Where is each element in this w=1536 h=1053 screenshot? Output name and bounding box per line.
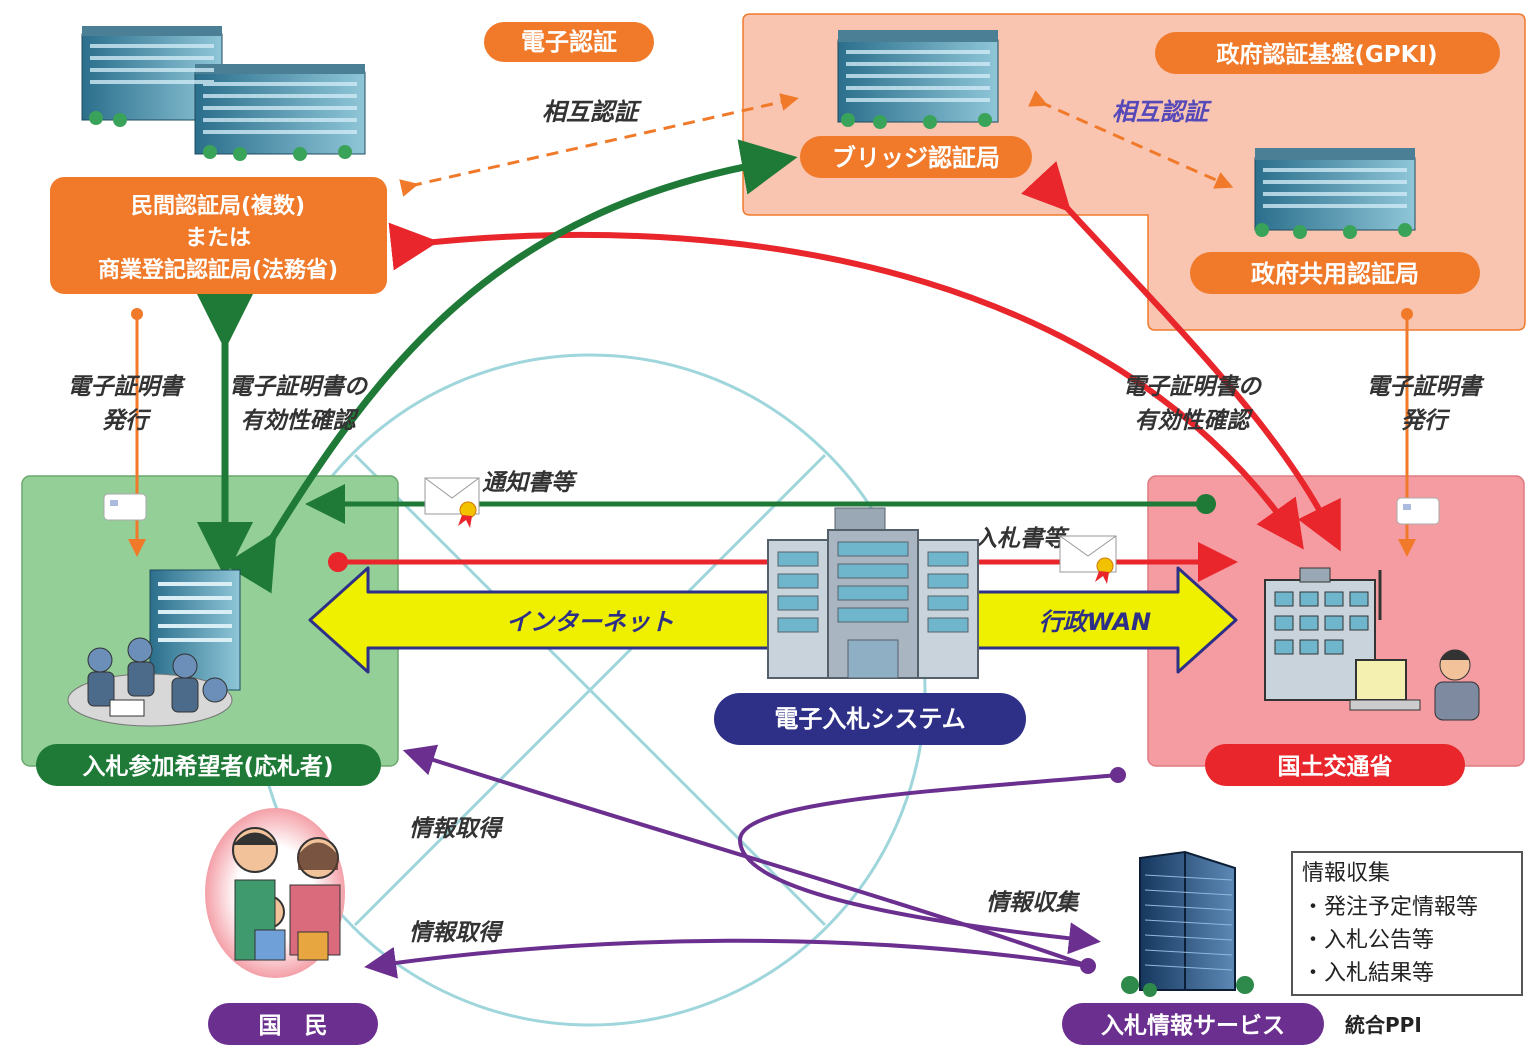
electronic-auth-badge: 電子認証 [484,22,654,62]
government-building-icon [1264,567,1480,721]
internet-label: インターネット [506,608,674,636]
info-collection-box: 情報収集 ・発注予定情報等 ・入札公告等 ・入札結果等 [1291,851,1523,996]
info-get-arrow-bidder [402,744,1089,968]
integrated-ppi-label: 統合PPI [1345,1013,1422,1037]
info-get-label-2: 情報取得 [409,920,504,946]
gov-common-ca-badge: 政府共用認証局 [1190,252,1480,294]
private-ca-line3: 商業登記認証局(法務省) [98,257,338,283]
cert-validity-right-line2: 有効性確認 [1135,407,1254,434]
mutual-auth-left-label: 相互認証 [542,98,642,126]
id-card-icon [1396,497,1440,525]
validity-arrow-bidder-to-bridge [223,139,798,594]
private-ca-line2: または [185,226,251,251]
office-building-icon [837,30,999,129]
bid-docs-label: 入札書等 [974,526,1070,552]
mutual-auth-right-label: 相互認証 [1112,98,1212,126]
bidder-badge: 入札参加希望者(応札者) [36,744,381,786]
bridge-ca-badge: ブリッジ認証局 [800,136,1032,178]
bidder-office-icon [67,569,241,727]
info-box-item3: ・入札結果等 [1302,961,1434,986]
electronic-auth-label: 電子認証 [521,28,617,56]
gpki-badge: 政府認証基盤(GPKI) [1155,32,1500,74]
info-get-label-1: 情報取得 [409,816,504,842]
office-building-icon [1254,148,1416,239]
cert-issue-right-line1: 電子証明書 [1367,374,1486,400]
office-building-icon [81,26,366,161]
info-get-arrow-citizens [364,938,1089,979]
cert-validity-right-line1: 電子証明書の [1123,374,1263,400]
private-ca-line1: 民間認証局(複数) [131,193,305,219]
bid-info-service-badge: 入札情報サービス [1062,1003,1324,1045]
citizens-badge: 国 民 [208,1003,378,1045]
cert-issue-left-line2: 発行 [102,408,152,434]
e-bidding-system-label: 電子入札システム [774,705,965,733]
mlit-badge: 国土交通省 [1205,744,1465,786]
bridge-ca-label: ブリッジ認証局 [832,144,1000,172]
validity-arrow-bridge-to-mlit [1021,161,1341,552]
citizens-label: 国 民 [259,1013,328,1039]
envelope-seal-icon [1059,535,1117,584]
private-ca-box: 民間認証局(複数) または 商業登記認証局(法務省) [50,177,387,294]
gpki-label: 政府認証基盤(GPKI) [1216,41,1437,68]
id-card-icon [103,493,147,521]
gov-wan-label: 行政WAN [1039,608,1151,636]
bidder-label: 入札参加希望者(応札者) [82,753,333,780]
envelope-seal-icon [424,477,480,528]
skyscraper-icon [1121,850,1254,997]
e-bidding-system-badge: 電子入札システム [714,693,1026,745]
cert-validity-left-line1: 電子証明書の [229,374,369,400]
info-collect-arrow [737,773,1119,955]
bid-info-service-label: 入札情報サービス [1101,1012,1285,1039]
info-box-item1: ・発注予定情報等 [1302,895,1478,920]
info-collect-label: 情報収集 [986,890,1081,916]
gov-common-ca-label: 政府共用認証局 [1251,260,1419,288]
cert-issue-left-line1: 電子証明書 [68,374,187,400]
cert-validity-left-line2: 有効性確認 [241,407,360,434]
info-box-item2: ・入札公告等 [1302,928,1434,953]
notice-label: 通知書等 [482,470,578,496]
cert-issue-right-line2: 発行 [1401,408,1451,434]
family-icon [205,808,345,978]
server-building-icon [767,507,979,679]
info-box-title: 情報収集 [1302,861,1390,886]
mlit-label: 国土交通省 [1278,753,1393,780]
